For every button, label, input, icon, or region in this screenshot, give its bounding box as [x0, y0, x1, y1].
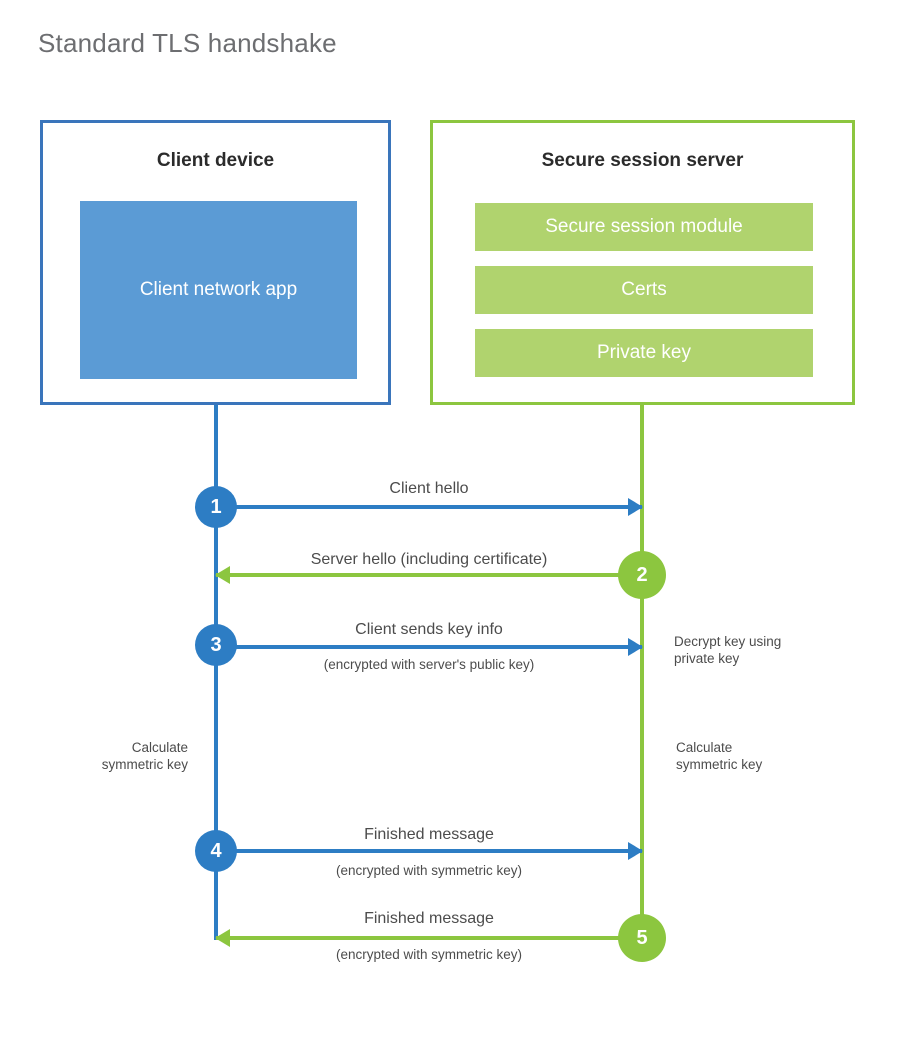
client-network-app-block: Client network app [80, 201, 357, 379]
arrow-head-right-icon [628, 498, 643, 516]
message-label-client-key-info: Client sends key info [355, 621, 503, 638]
arrow-server-hello [215, 566, 642, 584]
note-server-calculate-symmetric-key: Calculate symmetric key [676, 740, 763, 773]
message-sublabel-finished-client: (encrypted with symmetric key) [335, 863, 523, 878]
message-sublabel-client-key-info: (encrypted with server's public key) [323, 657, 535, 672]
secure-session-server-box: Secure session server Secure session mod… [430, 120, 855, 405]
arrow-head-right-icon [628, 842, 643, 860]
step-circle-1[interactable]: 1 [195, 486, 237, 528]
arrow-head-right-icon [628, 638, 643, 656]
client-device-title: Client device [156, 150, 275, 171]
message-label-finished-client: Finished message [364, 826, 494, 843]
arrow-client-key-info [216, 638, 643, 656]
arrow-client-hello [216, 498, 643, 516]
step-circle-3[interactable]: 3 [195, 624, 237, 666]
note-client-calculate-symmetric-key: Calculate symmetric key [101, 740, 188, 773]
client-lifeline [214, 405, 218, 940]
step-circle-4[interactable]: 4 [195, 830, 237, 872]
private-key-block: Private key [475, 329, 813, 377]
message-label-server-hello: Server hello (including certificate) [310, 551, 548, 568]
arrow-head-left-icon [215, 566, 230, 584]
server-lifeline [640, 405, 644, 939]
secure-session-server-title: Secure session server [541, 150, 744, 171]
message-label-finished-server: Finished message [364, 910, 494, 927]
arrow-finished-client [216, 842, 643, 860]
secure-session-module-block: Secure session module [475, 203, 813, 251]
arrow-finished-server [215, 929, 642, 947]
message-sublabel-finished-server: (encrypted with symmetric key) [335, 947, 523, 962]
certs-block: Certs [475, 266, 813, 314]
note-decrypt-key: Decrypt key using private key [674, 634, 782, 667]
client-device-box: Client device Client network app [40, 120, 391, 405]
step-circle-2[interactable]: 2 [618, 551, 666, 599]
message-label-client-hello: Client hello [389, 480, 469, 497]
arrow-head-left-icon [215, 929, 230, 947]
page-title: Standard TLS handshake [38, 28, 337, 58]
step-circle-5[interactable]: 5 [618, 914, 666, 962]
